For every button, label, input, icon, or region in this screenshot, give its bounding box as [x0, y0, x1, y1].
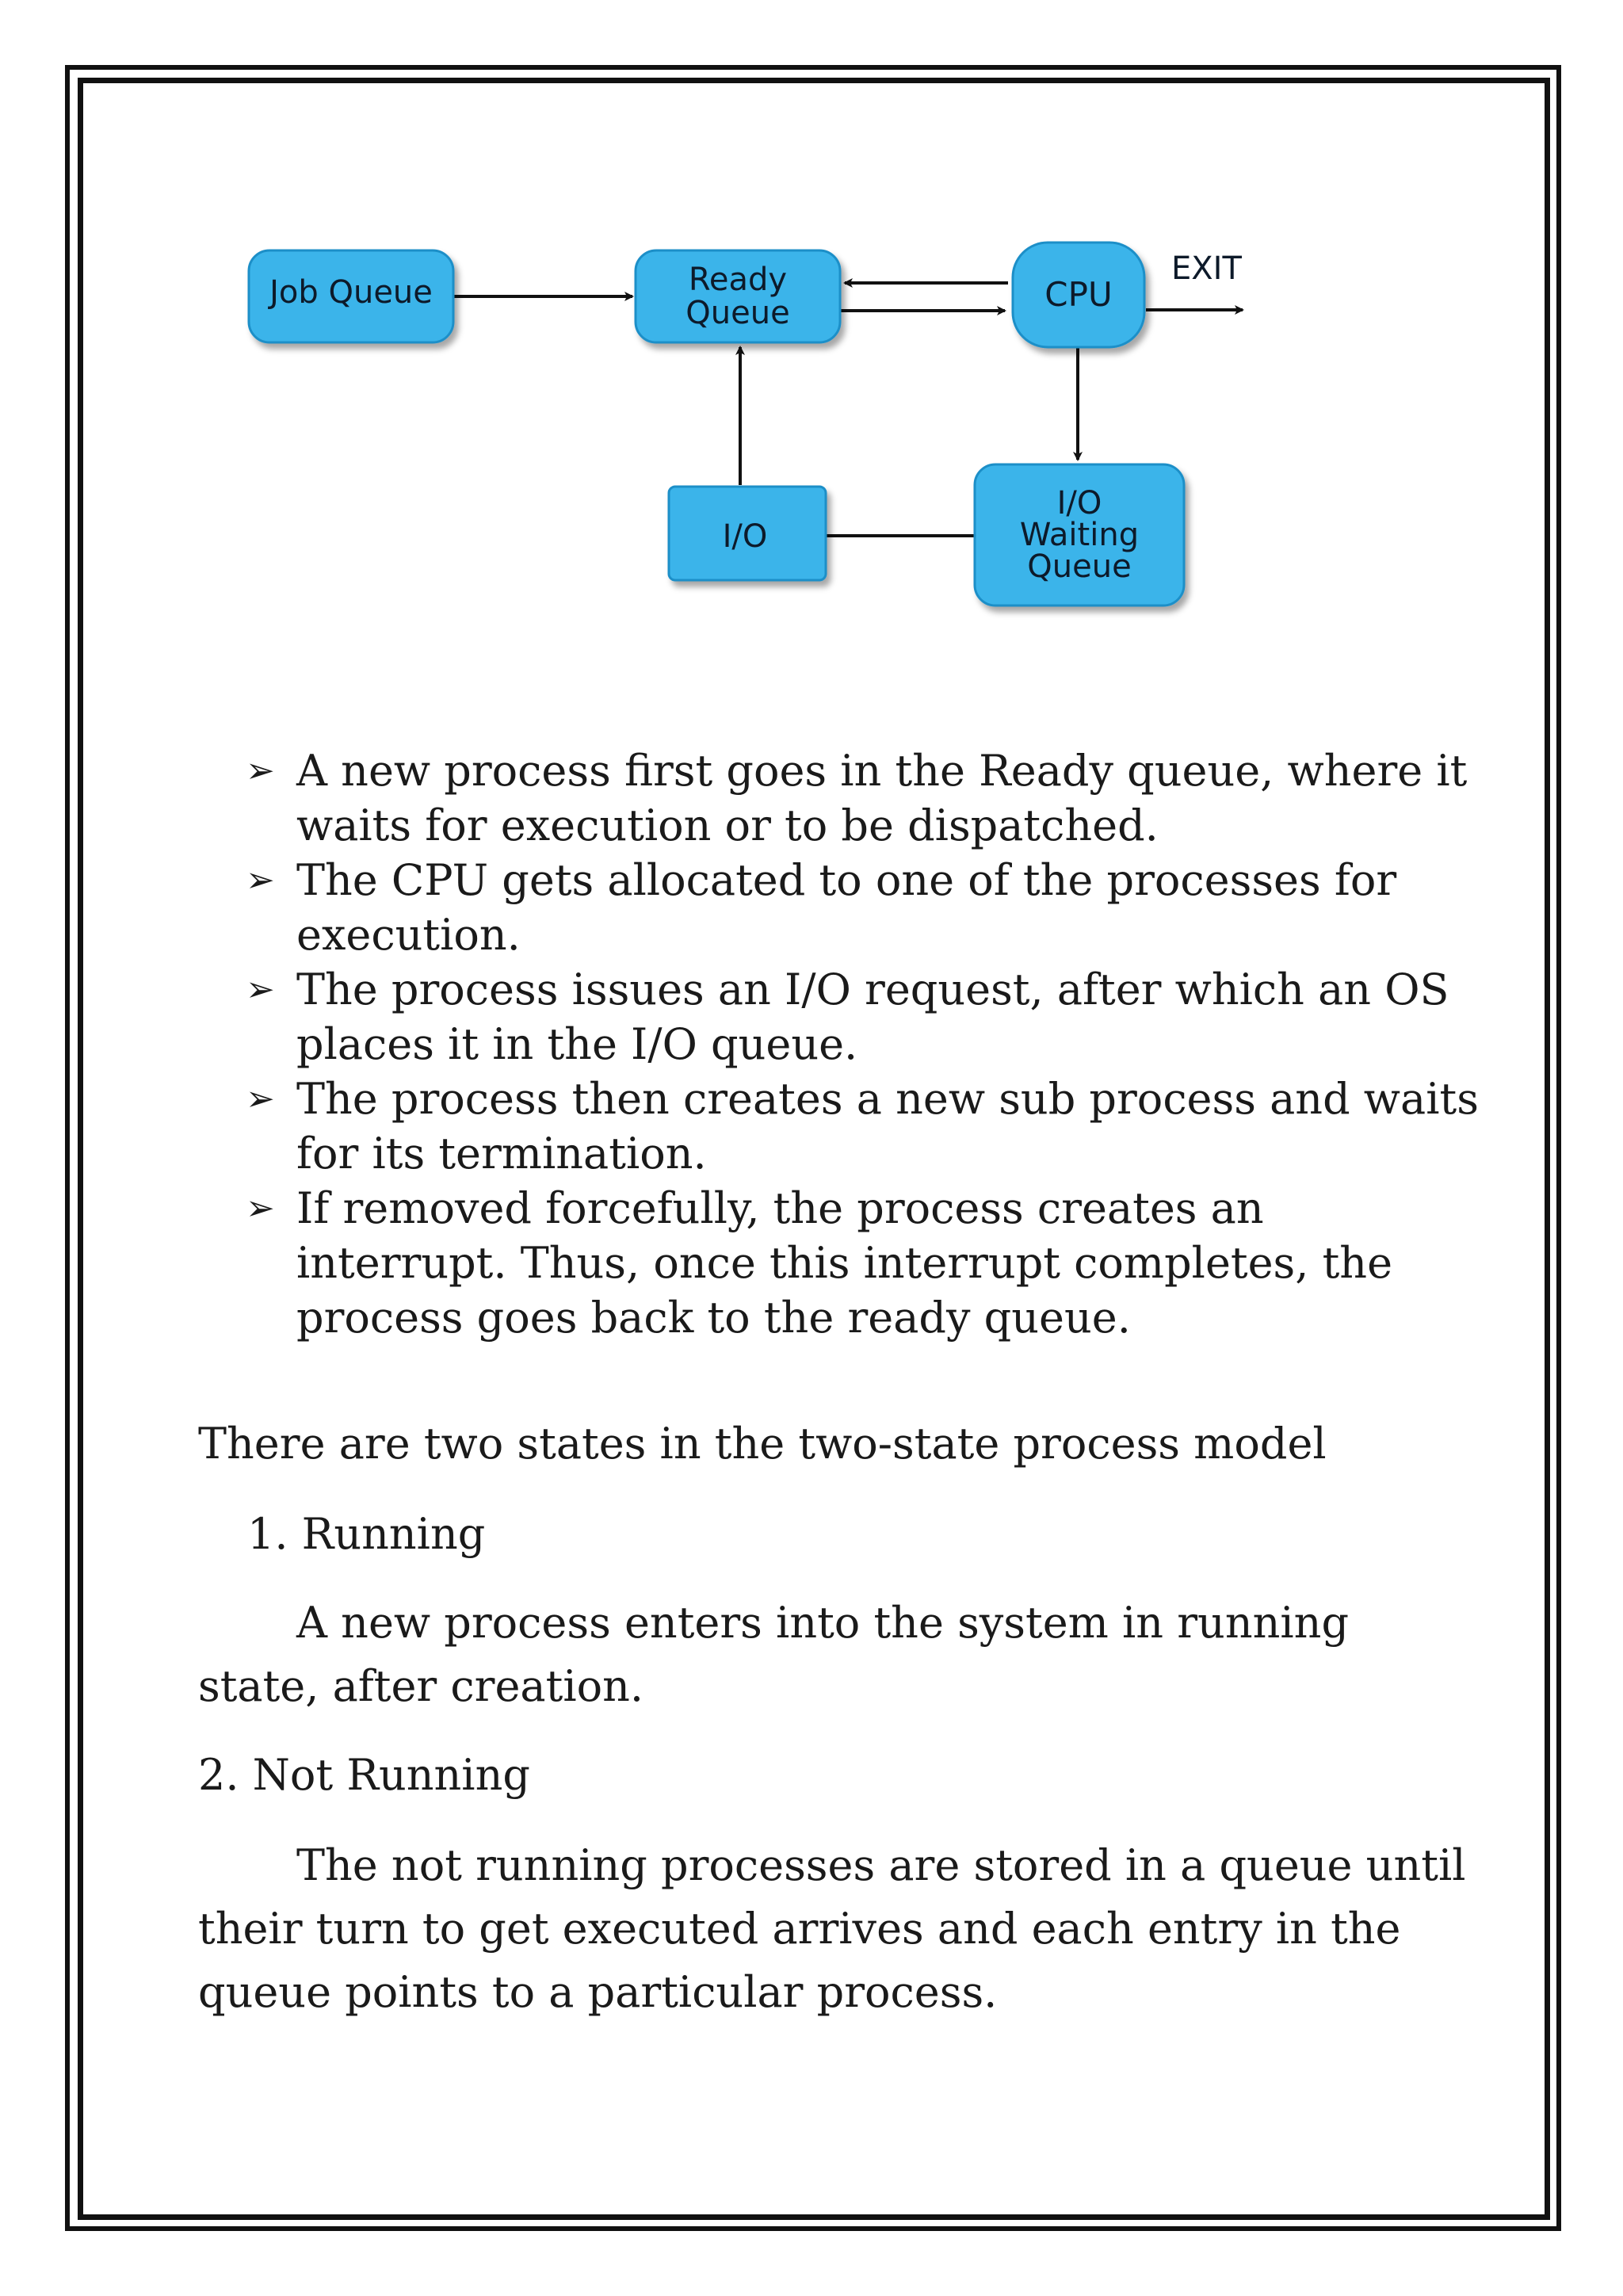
- node-cpu: [1011, 241, 1146, 349]
- page-border-inner: [78, 78, 1550, 2220]
- process-steps-list: ➢ A new process first goes in the Ready q…: [246, 743, 1482, 1345]
- page-border-outer: [65, 65, 1561, 2231]
- node-io-label: I/O: [723, 518, 768, 555]
- node-io-waiting-label-1: I/O: [1057, 485, 1102, 521]
- bullet-arrow-icon: ➢: [246, 751, 275, 791]
- node-ready-queue-label-2: Queue: [685, 295, 789, 331]
- node-io: [667, 485, 827, 582]
- list-item-text: A new process first goes in the Ready qu…: [296, 746, 1468, 850]
- bullet-arrow-icon: ➢: [246, 1079, 275, 1119]
- process-queue-diagram: Job Queue Ready Queue CPU EXIT I/O I/O W…: [247, 241, 1244, 607]
- list-item-text: The process then creates a new sub proce…: [296, 1074, 1479, 1179]
- intro-paragraph: There are two states in the two-state pr…: [198, 1419, 1327, 1469]
- list-item: ➢ A new process first goes in the Ready q…: [246, 743, 1482, 853]
- list-item: ➢ The process then creates a new sub proc…: [246, 1072, 1482, 1181]
- list-item: ➢ The process issues an I/O request, afte…: [246, 962, 1482, 1072]
- list-item: ➢ If removed forcefully, the process crea…: [246, 1181, 1482, 1345]
- bullet-arrow-icon: ➢: [246, 860, 275, 900]
- node-ready-queue-label-1: Ready: [689, 262, 787, 298]
- state-description-not-running: The not running processes are stored in …: [198, 1840, 1466, 2017]
- list-item-text: The CPU gets allocated to one of the pro…: [296, 855, 1397, 960]
- node-job-queue-label: Job Queue: [267, 274, 433, 311]
- bullet-arrow-icon: ➢: [246, 1188, 275, 1228]
- exit-label: EXIT: [1171, 250, 1242, 287]
- node-cpu-label: CPU: [1044, 275, 1112, 314]
- node-ready-queue: [634, 249, 842, 344]
- state-heading-running: 1. Running: [247, 1509, 486, 1559]
- node-io-waiting-label-3: Queue: [1027, 548, 1131, 585]
- node-io-waiting-queue: [973, 463, 1186, 607]
- list-item-text: If removed forcefully, the process creat…: [296, 1183, 1393, 1343]
- list-item-text: The process issues an I/O request, after…: [296, 965, 1449, 1069]
- node-job-queue: [247, 249, 455, 344]
- state-heading-not-running: 2. Not Running: [198, 1750, 530, 1800]
- node-io-waiting-label-2: Waiting: [1020, 517, 1139, 553]
- state-description-running: A new process enters into the system in …: [198, 1598, 1350, 1711]
- list-item: ➢ The CPU gets allocated to one of the pr…: [246, 853, 1482, 962]
- bullet-arrow-icon: ➢: [246, 969, 275, 1010]
